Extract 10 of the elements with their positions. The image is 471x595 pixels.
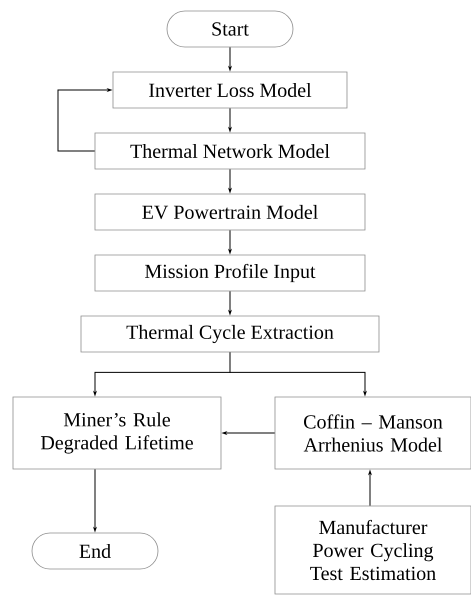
process-box: Coffin – Manson Arrhenius Model (274, 396, 471, 470)
process-box: Mission Profile Input (94, 254, 366, 292)
process-box: Manufacturer Power Cycling Test Estimation (274, 506, 471, 594)
process-box: Thermal Cycle Extraction (80, 316, 380, 352)
process-box: Miner’s Rule Degraded Lifetime (12, 396, 222, 470)
process-box: EV Powertrain Model (94, 194, 366, 230)
terminal: End (32, 532, 158, 570)
process-box: Inverter Loss Model (112, 72, 348, 108)
process-box: Thermal Network Model (94, 132, 366, 170)
terminal: Start (166, 10, 294, 48)
